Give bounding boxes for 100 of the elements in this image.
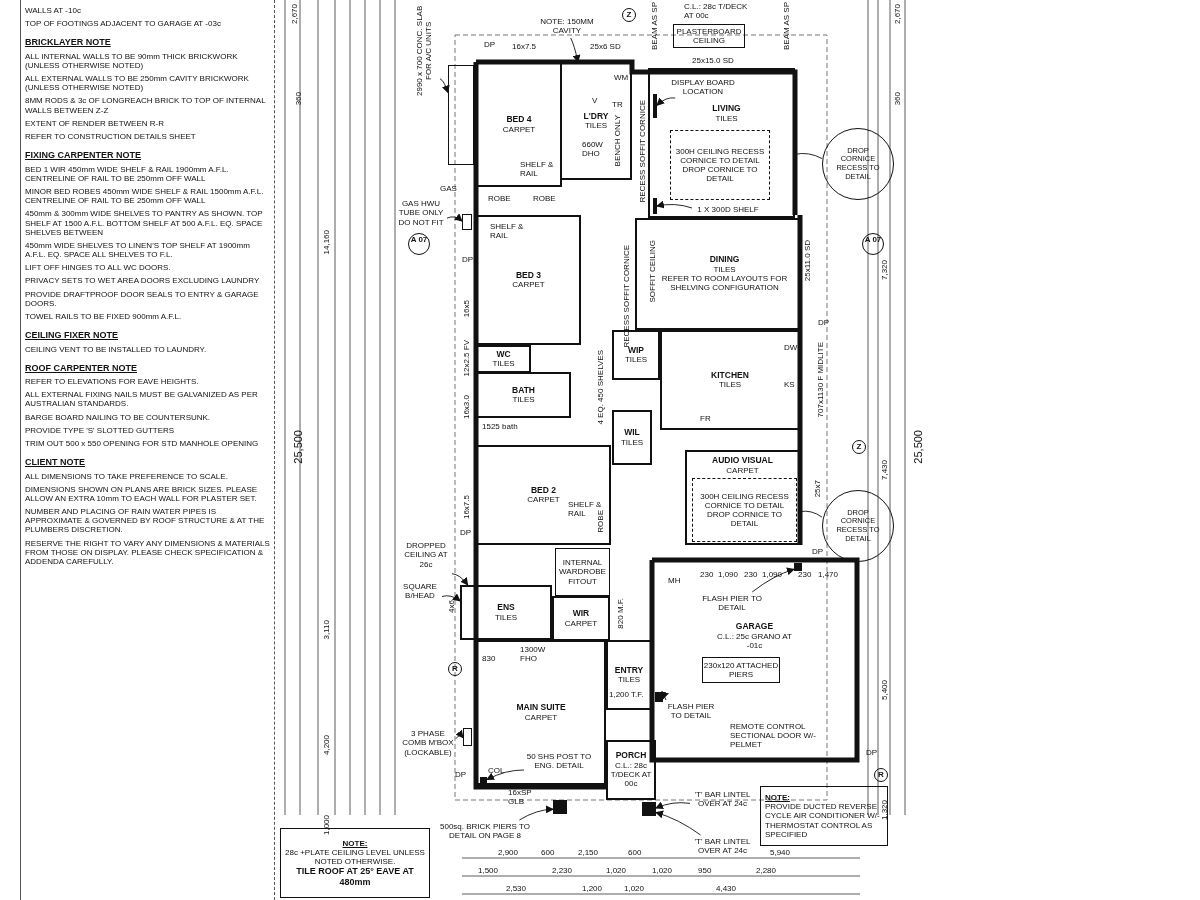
concrete-slab	[448, 65, 474, 165]
room-name: KITCHEN	[711, 370, 749, 381]
plan-annotation: DP	[818, 318, 830, 328]
plan-annotation: 25x15.0 SD	[692, 56, 734, 66]
room-note: TILES	[718, 380, 742, 390]
annotation-text: GAS HWU TUBE ONLY DO NOT FIT	[397, 199, 445, 227]
display-board	[653, 94, 657, 118]
note-text: PROVIDE DRAFTPROOF DOOR SEALS TO ENTRY & GARAGE DOORS.	[25, 289, 260, 308]
dimension-text: 7,430	[880, 460, 890, 481]
room-outline	[476, 372, 571, 418]
note-text: ALL INTERNAL WALLS TO BE 90mm THICK BRICKWORK (UNLESS OTHERWISE NOTED)	[25, 51, 239, 71]
room-name: WIP	[627, 345, 645, 356]
note-text: DIMENSIONS SHOWN ON PLANS ARE BRICK SIZES. PLEASE ALLOW AN EXTRA 10mm TO EACH WALL FOR PLASTER SET.	[25, 484, 259, 504]
note-text: 450mm & 300mm WIDE SHELVES TO PANTRY AS SHOWN. TOP SHELF AT 1500 A.F.L. BOTTOM SHELF AT 500 A.F.L. EQ. SPACE SHELVES BETWEEN	[25, 209, 264, 237]
ceiling-outline	[670, 130, 770, 200]
annotation-text: DISPLAY BOARD LOCATION	[670, 77, 736, 97]
plan-annotation: KS	[784, 380, 795, 390]
room-name: WIL	[624, 428, 640, 438]
note-text: 28c +PLATE CEILING LEVEL UNLESS NOTED OTHERWISE.	[284, 848, 426, 867]
room-note: TILES	[715, 113, 738, 123]
room-outline	[612, 410, 652, 465]
plan-annotation: 16x3.0	[462, 395, 472, 420]
dimension-text: 360	[294, 92, 304, 106]
plan-annotation: 1,090	[762, 570, 783, 580]
note-text: PLASTERBOARD CEILING	[675, 26, 743, 46]
room-outline	[606, 740, 656, 800]
leader-line	[794, 153, 823, 159]
room-note: CARPET	[726, 465, 759, 475]
note-text: MINOR BED ROBES 450mm WIDE SHELF & RAIL 1500mm A.F.L. CENTRELINE OF RAIL TO BE 250mm OFF WALL	[25, 186, 265, 206]
plan-annotation: SOFFIT CEILING	[648, 240, 658, 303]
plan-annotation: DP	[460, 528, 472, 538]
plan-annotation: ROBE	[533, 194, 556, 204]
note-text: 230x120 ATTACHED PIERS	[703, 660, 779, 680]
wall-shelf	[653, 198, 657, 214]
room-outline	[476, 445, 611, 545]
plan-annotation: GAS	[440, 184, 457, 194]
plan-annotation: TR	[612, 100, 623, 110]
plan-annotation: V	[592, 96, 598, 106]
plan-annotation: DW	[784, 343, 798, 353]
annotation-text: 1 X 300D SHELF	[697, 205, 759, 215]
plan-annotation: 230	[744, 570, 758, 580]
annotation-text: 3 PHASE COMB M'BOX (LOCKABLE)	[401, 729, 455, 757]
note-heading: CLIENT NOTE	[25, 457, 85, 468]
hot-water-unit	[462, 214, 472, 230]
annotation-text: DROPPED CEILING AT 26c	[403, 541, 449, 569]
plan-annotation: 25x6 SD	[590, 42, 621, 52]
notes-panel	[20, 0, 275, 900]
plan-annotation: DP	[462, 255, 474, 265]
note-text: BARGE BOARD NAILING TO BE COUNTERSUNK.	[25, 412, 211, 422]
dimension-text: 2,670	[893, 4, 903, 25]
plan-annotation: 1300W FHO	[520, 645, 547, 664]
dimension-text: 2,280	[756, 866, 777, 876]
note-text: TOWEL RAILS TO BE FIXED 900mm A.F.L.	[25, 312, 182, 322]
plan-annotation: BEAM AS SP	[650, 2, 660, 51]
dimension-text: 2,150	[578, 848, 599, 858]
room-name: DINING	[709, 255, 740, 266]
annotation-text: 'T' BAR LINTEL OVER AT 24c	[693, 789, 752, 809]
note-text: TOP OF FOOTINGS ADJACENT TO GARAGE AT -03c	[25, 19, 221, 29]
plan-annotation: 16x7.5	[512, 42, 537, 52]
dimension-text: 3,110	[322, 620, 332, 640]
plan-annotation: RECESS SOFFIT CORNICE	[638, 100, 648, 203]
room-note: TILES	[584, 121, 608, 131]
note-text: WALLS AT -10c	[25, 6, 81, 16]
room-note: REFER TO ROOM LAYOUTS FOR SHELVING CONFIGURATION	[660, 274, 789, 293]
room-outline	[476, 345, 531, 373]
plan-annotation: SHELF & RAIL	[520, 160, 555, 179]
note-box	[760, 786, 888, 846]
dimension-text: 2,670	[290, 4, 300, 25]
room-outline	[460, 585, 552, 640]
note-text: 8MM RODS & 3c OF LONGREACH BRICK TO TOP OF INTERNAL WALLS BETWEEN Z-Z	[25, 96, 267, 115]
note-heading: CEILING FIXER NOTE	[25, 330, 118, 341]
note-box	[555, 548, 610, 596]
room-name: PORCH	[615, 751, 647, 762]
room-note: C.L.: 28c T/DECK AT 00c	[609, 761, 653, 789]
room-name: LIVING	[712, 104, 741, 114]
room-name: BATH	[512, 385, 535, 396]
plan-annotation: FR	[700, 414, 711, 424]
room-note: C.L.: 25c GRANO AT -01c	[716, 631, 793, 651]
room-name: AUDIO VISUAL	[712, 456, 773, 466]
room-note: DROP CORNICE TO DETAIL	[705, 510, 784, 529]
room-note: CARPET	[527, 495, 560, 505]
brick-pier	[794, 563, 802, 571]
room-note: TILES	[512, 395, 535, 405]
annotation-text: FLASH PIER TO DETAIL	[666, 701, 716, 721]
ceiling-outline	[692, 478, 797, 542]
room-note: TILES	[494, 612, 518, 622]
note-text: ALL EXTERNAL FIXING NAILS MUST BE GALVANIZED AS PER AUSTRALIAN STANDARDS.	[25, 390, 259, 409]
note-text: PROVIDE TYPE 'S' SLOTTED GUTTERS	[25, 425, 175, 435]
plan-annotation: 1525 bath	[482, 422, 518, 432]
note-text: TILE ROOF AT 25° EAVE AT 480mm	[295, 866, 415, 888]
room-outline	[606, 640, 652, 710]
plan-annotation: MH	[668, 576, 681, 586]
leader-line	[661, 690, 670, 701]
dimension-text: 4,430	[716, 884, 737, 894]
annotation-text: 50 SHS POST TO ENG. DETAIL	[525, 751, 593, 771]
room-note: 300H CEILING RECESS CORNICE TO DETAIL	[699, 491, 790, 510]
plan-annotation: 16xSP GLB	[508, 788, 533, 807]
plan-annotation: RECESS SOFFIT CORNICE	[622, 245, 631, 348]
steel-post	[480, 777, 487, 784]
room-note: TILES	[492, 359, 515, 369]
